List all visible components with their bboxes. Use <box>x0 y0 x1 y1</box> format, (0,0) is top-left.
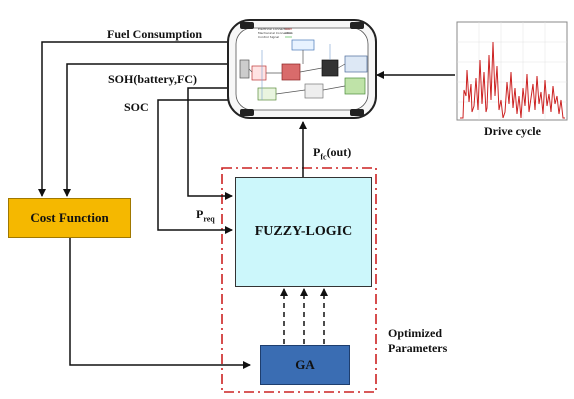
drive-cycle-label: Drive cycle <box>484 124 541 138</box>
pfc-suffix: (out) <box>326 145 352 159</box>
fuel-consumption-arrow <box>38 41 232 197</box>
optimized-parameters-label: Optimized Parameters <box>388 326 447 356</box>
pfc-symbol: P <box>313 145 321 159</box>
optimized-line-2: Parameters <box>388 341 448 355</box>
soh-arrow <box>63 63 232 197</box>
fuzzy-logic-block: FUZZY-LOGIC <box>235 177 372 287</box>
cost-function-block: Cost Function <box>8 198 131 238</box>
preq-subscript: req <box>203 214 215 224</box>
vehicle-schematic-image: Electrical Connection Mechanical Connect… <box>227 19 377 119</box>
preq-label: Preq <box>196 208 215 223</box>
drive-cycle-signal <box>460 41 565 119</box>
drive-cycle-plot <box>456 21 568 121</box>
svg-text:Control Signal: Control Signal <box>258 35 279 39</box>
preq-arrow <box>157 99 240 234</box>
fuel-consumption-label: Fuel Consumption <box>107 27 203 41</box>
pfc-out-label: Pfc(out) <box>313 146 351 161</box>
svg-text:Mechanical Connection: Mechanical Connection <box>258 31 293 35</box>
optimized-line-1: Optimized <box>388 326 442 340</box>
soc-label: SOC <box>124 100 149 114</box>
pfc-subscript: fc <box>320 152 327 162</box>
soc-arrow <box>187 87 233 200</box>
soh-label: SOH(battery,FC) <box>108 72 197 86</box>
cost-to-ga-arrow <box>69 238 251 369</box>
svg-text:Electrical Connection: Electrical Connection <box>258 27 290 31</box>
preq-symbol: P <box>196 207 204 221</box>
optimization-dashed-frame <box>221 167 377 393</box>
ga-block: GA <box>260 345 350 385</box>
